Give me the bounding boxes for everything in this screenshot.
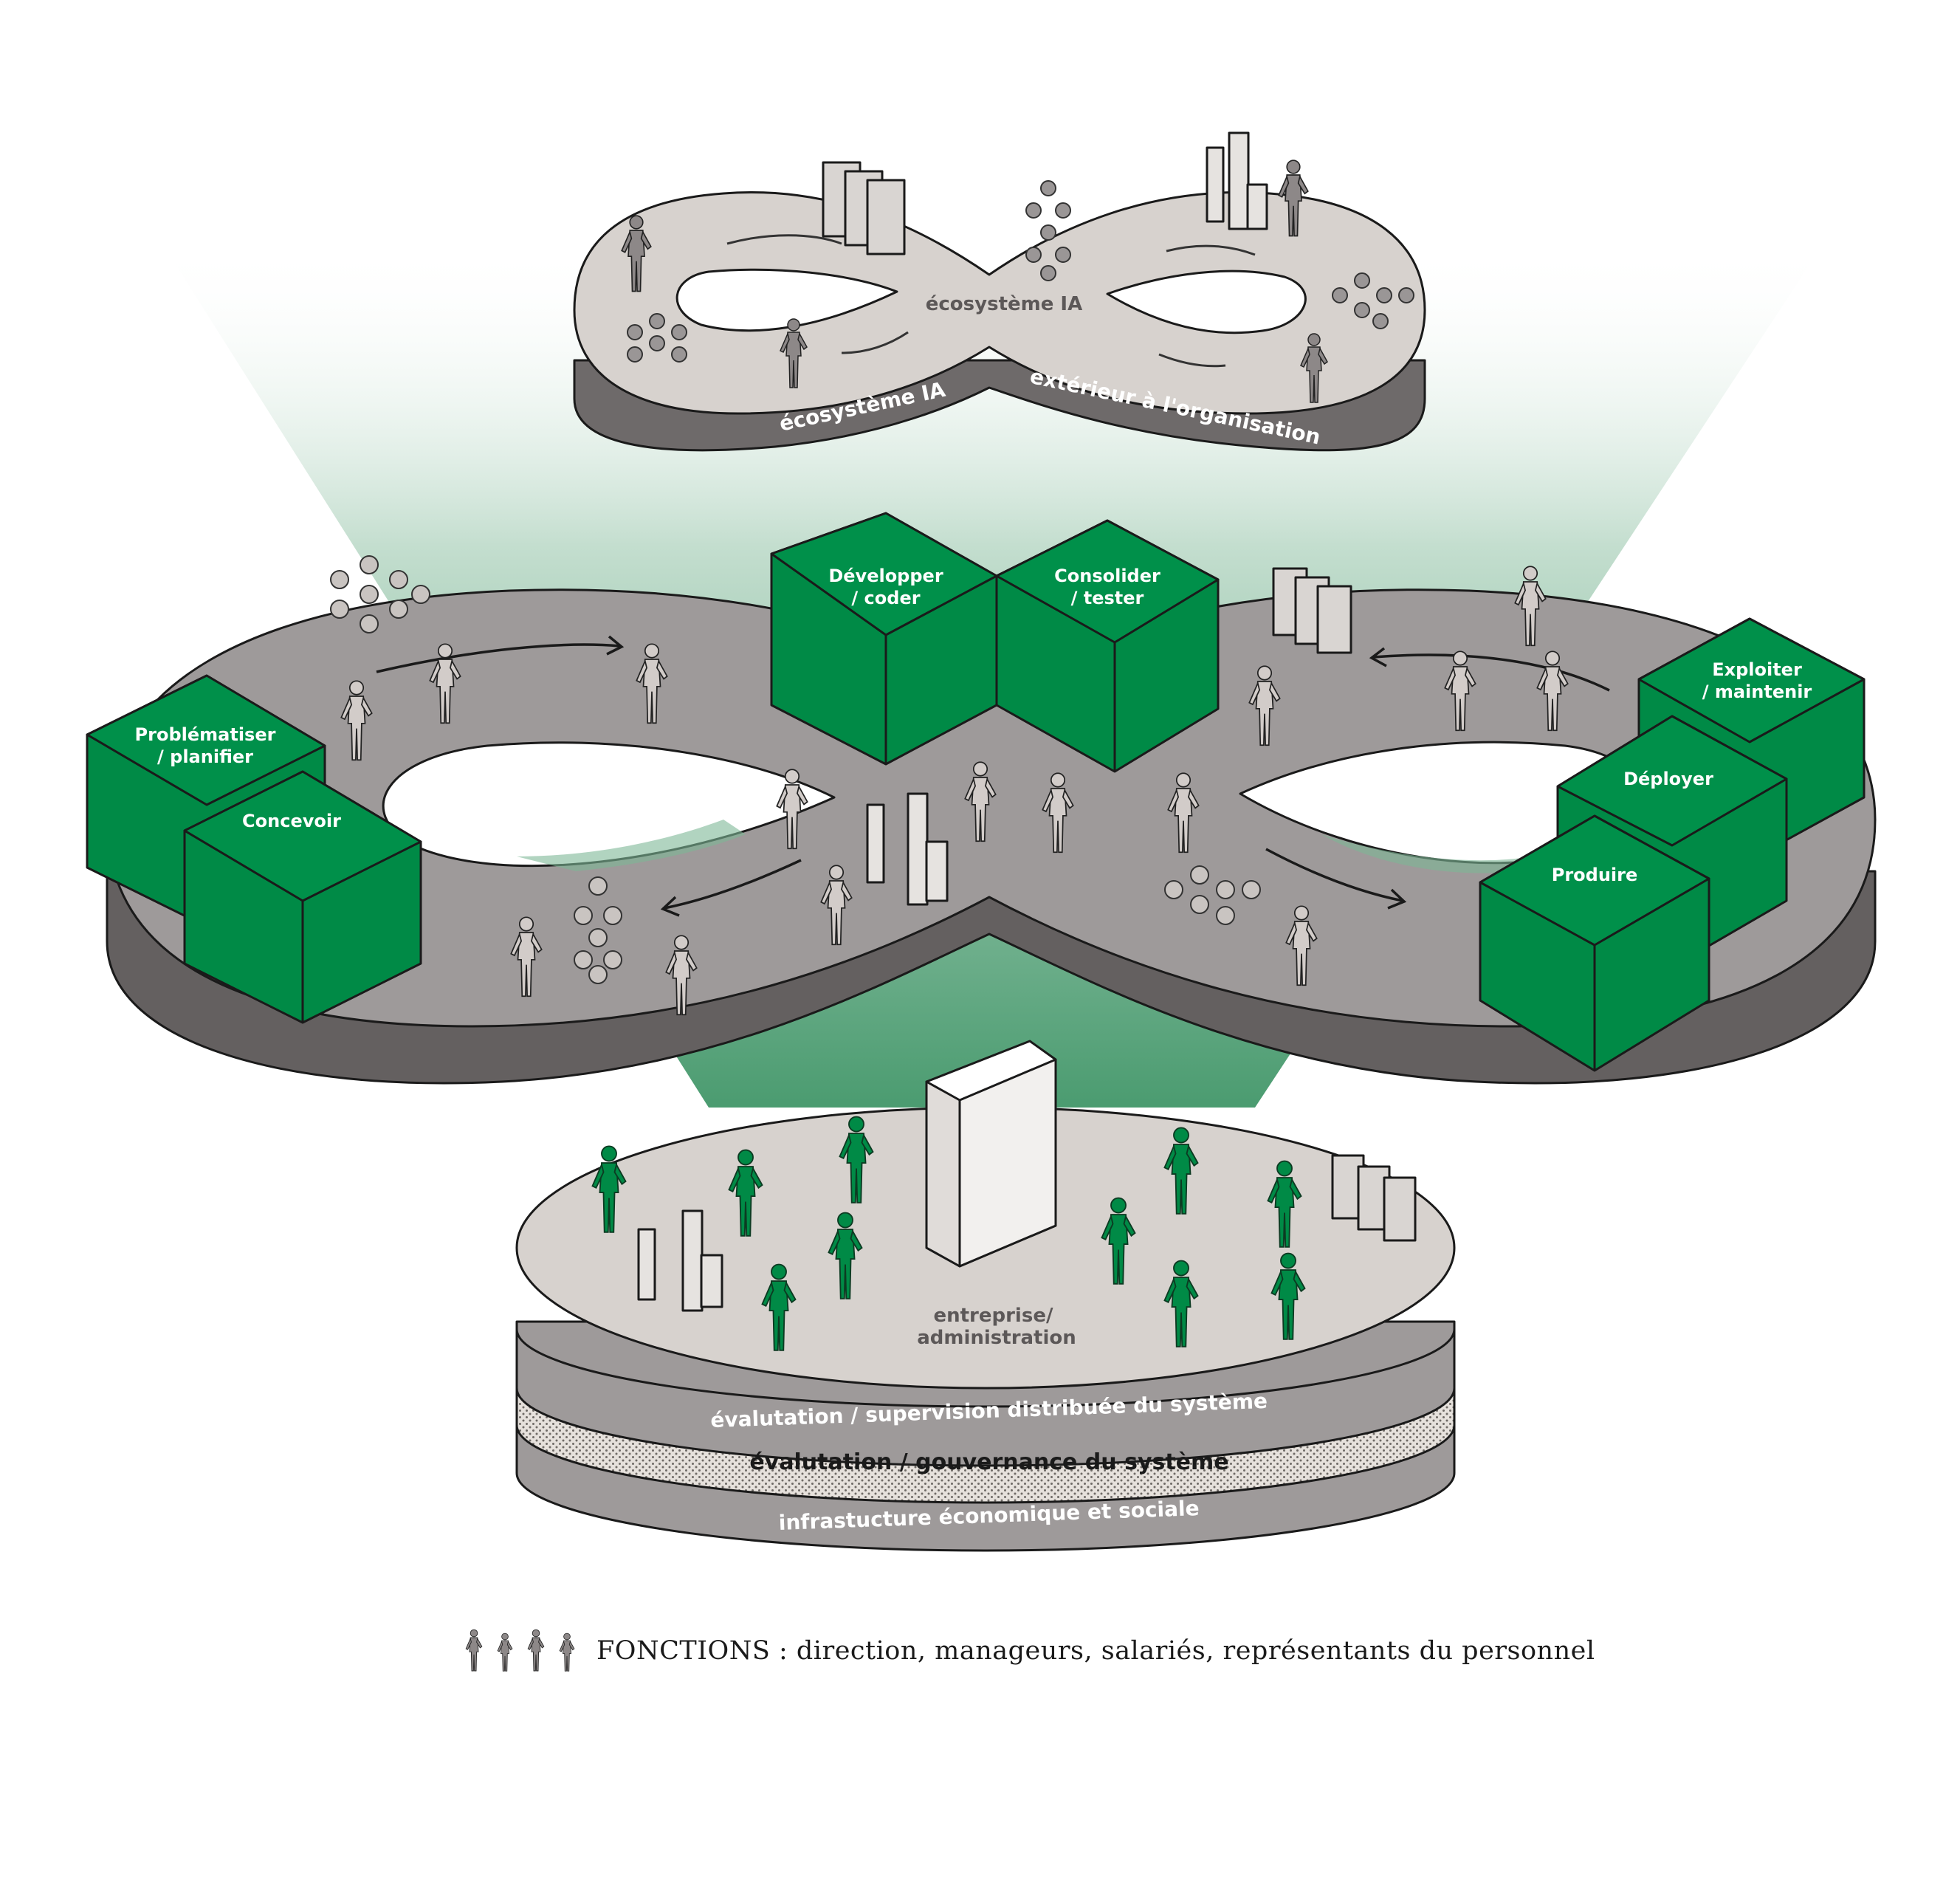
person-icon — [495, 1632, 515, 1673]
top-ring-surface — [573, 190, 1426, 415]
server-rack-icon — [1331, 1154, 1417, 1242]
office-building-icon — [925, 1040, 1057, 1268]
top-ring-center-label: écosystème IA — [926, 293, 1082, 315]
stage-label-problematiser: Problématiser/ planifier — [135, 724, 276, 767]
base-center-label: entreprise/ administration — [917, 1305, 1076, 1349]
legend-people-icons — [464, 1629, 577, 1673]
block-stack-icon — [866, 792, 949, 906]
stage-label-exploiter: Exploiter/ maintenir — [1702, 659, 1812, 702]
top-ring-hole-right — [1106, 269, 1307, 334]
legend-text: FONCTIONS : direction, manageurs, salari… — [596, 1636, 1595, 1666]
top-ring: écosystème IA écosystème IA extérieur à … — [573, 131, 1426, 452]
middle-ring-surface — [106, 588, 1877, 1028]
block-stack-icon — [1206, 131, 1268, 230]
person-icon — [526, 1629, 546, 1673]
neural-network-icon — [1332, 272, 1414, 329]
base-stack: entreprise/ administration évalutation /… — [515, 1040, 1456, 1552]
base-layer2-label: évalutation / gouvernance du système — [749, 1449, 1228, 1475]
block-stack-icon — [637, 1209, 723, 1312]
legend: FONCTIONS : direction, manageurs, salari… — [464, 1621, 1595, 1680]
person-icon — [464, 1629, 484, 1673]
neural-network-icon — [574, 876, 622, 984]
stage-label-produire: Produire — [1552, 865, 1638, 885]
stage-label-consolider: Consolider/ tester — [1054, 566, 1160, 608]
middle-ring: Problématiser/ planifier Concevoir Dével… — [86, 512, 1877, 1085]
stage-cube-concevoir: Concevoir — [183, 770, 422, 1024]
neural-network-icon — [330, 555, 430, 634]
neural-network-icon — [627, 313, 687, 363]
stage-cube-consolider: Consolider/ tester — [995, 519, 1220, 773]
stage-label-concevoir: Concevoir — [242, 811, 341, 831]
neural-network-icon — [1164, 865, 1261, 925]
neural-network-icon — [1025, 180, 1071, 281]
server-rack-icon — [822, 161, 906, 255]
stage-cube-produire: Produire — [1479, 814, 1710, 1072]
stage-label-developper: Développer/ coder — [828, 566, 943, 608]
server-rack-icon — [1272, 567, 1352, 654]
person-icon — [557, 1632, 577, 1673]
stage-label-deployer: Déployer — [1623, 769, 1713, 789]
